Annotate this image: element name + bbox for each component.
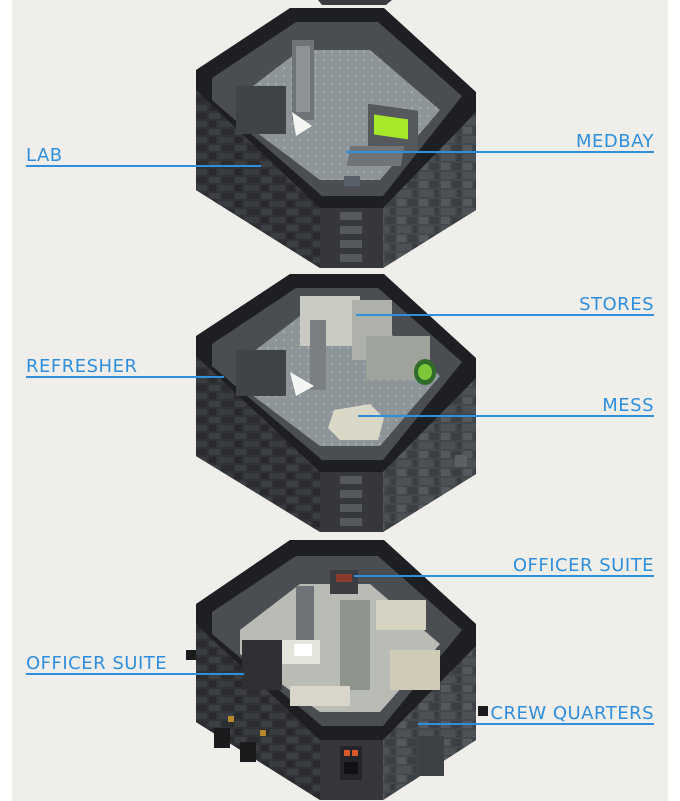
module-lower [186, 540, 488, 800]
leader-lines [26, 151, 654, 725]
module-middle [196, 274, 476, 532]
label-officer-suite-right: OFFICER SUITE [512, 555, 654, 576]
label-mess: MESS [602, 395, 654, 416]
label-stores: STORES [579, 294, 654, 315]
label-officer-suite-left: OFFICER SUITE [26, 653, 168, 674]
label-medbay: MEDBAY [575, 131, 654, 152]
label-crew-quarters: CREW QUARTERS [490, 703, 654, 724]
label-lab: LAB [26, 145, 63, 166]
module-upper [196, 8, 476, 268]
label-refresher: REFRESHER [26, 356, 138, 377]
